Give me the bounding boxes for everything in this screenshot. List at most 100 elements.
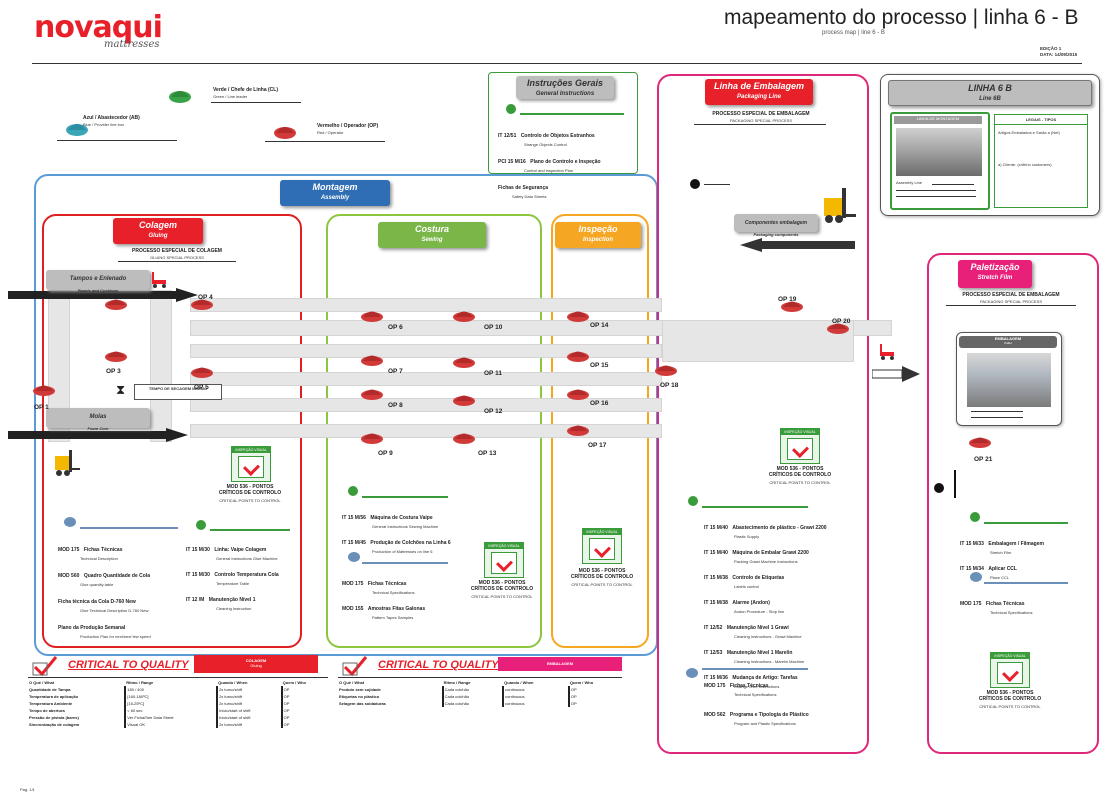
embalagem-doc-icon-2 bbox=[686, 668, 698, 678]
operator-label: OP 5 bbox=[194, 384, 209, 391]
page-title: mapeamento do processo | linha 6 - B bbox=[724, 6, 1079, 29]
linha-6b-tab: LINHA 6 B Line 6B bbox=[888, 80, 1092, 106]
ccp-en-inspecao: CRITICAL POINTS TO CONTROL bbox=[571, 582, 633, 587]
operator-helmet-icon bbox=[453, 395, 475, 406]
table-cell: 2x turno/shift bbox=[216, 686, 282, 693]
paletizacao-photo-sub: Pallet bbox=[1004, 341, 1012, 345]
paletizacao-photo-line-2 bbox=[971, 417, 1023, 418]
table-cell: 2x turno/shift bbox=[216, 721, 282, 728]
linha-desc-head: LEGAIS - TIPOS bbox=[995, 115, 1087, 125]
table-cell: continuous bbox=[502, 693, 569, 700]
ccp-card-embalagem[interactable]: INSPEÇÃO VISUAL bbox=[780, 428, 820, 464]
table-cell: 2x turno/shift bbox=[216, 693, 282, 700]
pallet-jack-embalagem-icon bbox=[880, 344, 894, 360]
costura-doc-2[interactable]: IT 15 M/45 Produção de Colchões na Linha… bbox=[342, 540, 451, 554]
ctq-check-icon bbox=[32, 656, 58, 677]
components-sub: Packaging components bbox=[753, 232, 799, 237]
edition-info: EDIÇÃO 1 DATA: 14/09/2015 bbox=[1040, 46, 1077, 58]
tempos-sub: Panels and Cushions bbox=[77, 288, 119, 293]
costura-doc-icon-2 bbox=[348, 552, 360, 562]
linha-photo-sub: Assembly Line bbox=[896, 180, 923, 185]
paletizacao-process: PROCESSO ESPECIAL DE EMBALAGEM bbox=[962, 292, 1060, 298]
operator-helmet-icon bbox=[105, 351, 127, 362]
ccp-card-inspecao[interactable]: INSPEÇÃO VISUAL bbox=[582, 528, 622, 564]
operator-helmet-icon bbox=[567, 311, 589, 322]
pallet-jack-top-icon bbox=[152, 272, 166, 288]
operator-helmet-icon bbox=[191, 367, 213, 378]
embalagem-doc-4[interactable]: IT 15 M/38 Alarme (Andon)Andon Procedure… bbox=[704, 600, 785, 614]
forklift-embalagem-icon bbox=[824, 188, 856, 223]
embalagem-info-line bbox=[704, 184, 730, 185]
linha-title: LINHA 6 B bbox=[968, 83, 1012, 93]
table-cell: OP bbox=[567, 700, 622, 707]
legend-green-sub: Green / Line leader bbox=[213, 94, 248, 99]
footer-page: Pag. 1/1 bbox=[20, 787, 35, 792]
costura-blue-line bbox=[362, 562, 448, 564]
embalagem-sub: Packaging Line bbox=[736, 94, 781, 100]
colagem-tab: Colagem Gluing bbox=[113, 218, 203, 244]
colagem-sub: Gluing bbox=[148, 233, 168, 239]
paletizacao-photo-line-1 bbox=[971, 411, 1023, 412]
conveyor-row-3 bbox=[190, 344, 662, 358]
operator-label: OP 9 bbox=[378, 450, 393, 457]
paletizacao-info-bar bbox=[954, 470, 956, 498]
table-cell: Temperatura Ambiente bbox=[29, 701, 73, 706]
operator-helmet-icon bbox=[567, 425, 589, 436]
montagem-sub: Assembly bbox=[320, 195, 350, 201]
operator-label: OP 17 bbox=[588, 442, 607, 449]
ccp-card-costura[interactable]: INSPEÇÃO VISUAL bbox=[484, 542, 524, 578]
operator-label: OP 15 bbox=[590, 362, 609, 369]
tip-box: TEMPO DE SECAGEM MÍNIMO bbox=[134, 384, 222, 400]
ccp-card-colagem[interactable]: INSPEÇÃO VISUAL bbox=[231, 446, 271, 482]
ccp-card-paletizacao[interactable]: INSPEÇÃO VISUAL bbox=[990, 652, 1030, 688]
linha-photo-image bbox=[896, 128, 982, 176]
conveyor-vertical-1 bbox=[48, 290, 70, 442]
embalagem-doc-9[interactable]: MOD 562 Programa e Tipologia de Plástico… bbox=[704, 712, 809, 726]
general-doc-2[interactable]: PCI 15 M/16 Plano de Controlo e Inspeção… bbox=[498, 159, 601, 173]
table-cell: Quantidade de Tampa bbox=[29, 687, 71, 692]
arrow-components bbox=[740, 238, 855, 252]
embalagem-doc-1[interactable]: IT 15 M/40 Abastecimento de plástico - G… bbox=[704, 525, 827, 539]
general-doc-icon bbox=[506, 104, 516, 114]
arrow-in-top bbox=[8, 288, 198, 302]
operator-helmet-icon bbox=[827, 323, 849, 334]
ccp-check-icon bbox=[997, 662, 1023, 684]
ctq-column-header: Ritmo / Range bbox=[443, 680, 471, 685]
legend-red-title: Vermelho / Operador (OP) bbox=[317, 123, 379, 129]
paletizacao-panel bbox=[927, 253, 1099, 754]
paletizacao-photo-image bbox=[967, 353, 1051, 407]
general-instructions-panel bbox=[488, 72, 638, 174]
ctq2-tag: EMBALAGEM bbox=[498, 657, 622, 671]
operator-helmet-icon bbox=[453, 311, 475, 322]
operator-label: OP 20 bbox=[832, 318, 851, 325]
components-label: Componentes embalagem Packaging componen… bbox=[734, 214, 818, 237]
embalagem-doc-2[interactable]: IT 15 M/40 Máquina de Embalar Grawi 2200… bbox=[704, 550, 809, 564]
operator-helmet-icon bbox=[567, 351, 589, 362]
novaqui-logo: novaqui bbox=[34, 10, 163, 45]
ccp-en-colagem: CRITICAL POINTS TO CONTROL bbox=[219, 498, 281, 503]
